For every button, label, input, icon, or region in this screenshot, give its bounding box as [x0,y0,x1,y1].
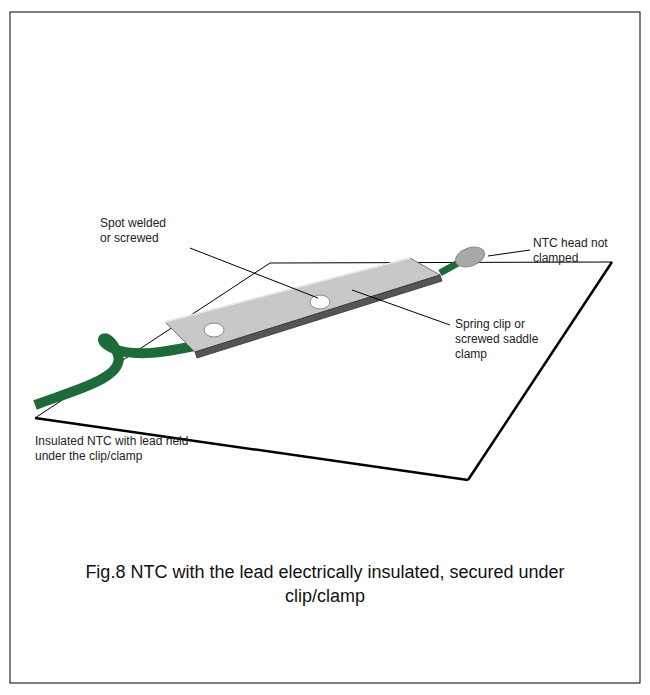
ntc-head [453,243,487,270]
callout-label: Spring clip or screwed saddle clamp [455,317,555,362]
weld-spot [310,295,330,309]
ntc-lead [440,263,458,273]
ntc-lead [35,338,200,405]
leader-line [352,290,450,325]
leader-line [488,250,530,256]
plate-edge [468,262,612,480]
clip [165,258,440,352]
leader-line [190,248,318,298]
figure-caption: Fig.8 NTC with the lead electrically ins… [80,560,570,608]
clip-highlight [165,258,410,322]
weld-spot [204,323,224,337]
callout-label: Spot welded or screwed [100,216,180,246]
clip-fold [195,275,442,358]
callout-label: NTC head not clamped [533,236,618,266]
plate-edge [35,418,468,480]
frame [10,12,640,683]
callout-label: Insulated NTC with lead held under the c… [35,434,195,464]
